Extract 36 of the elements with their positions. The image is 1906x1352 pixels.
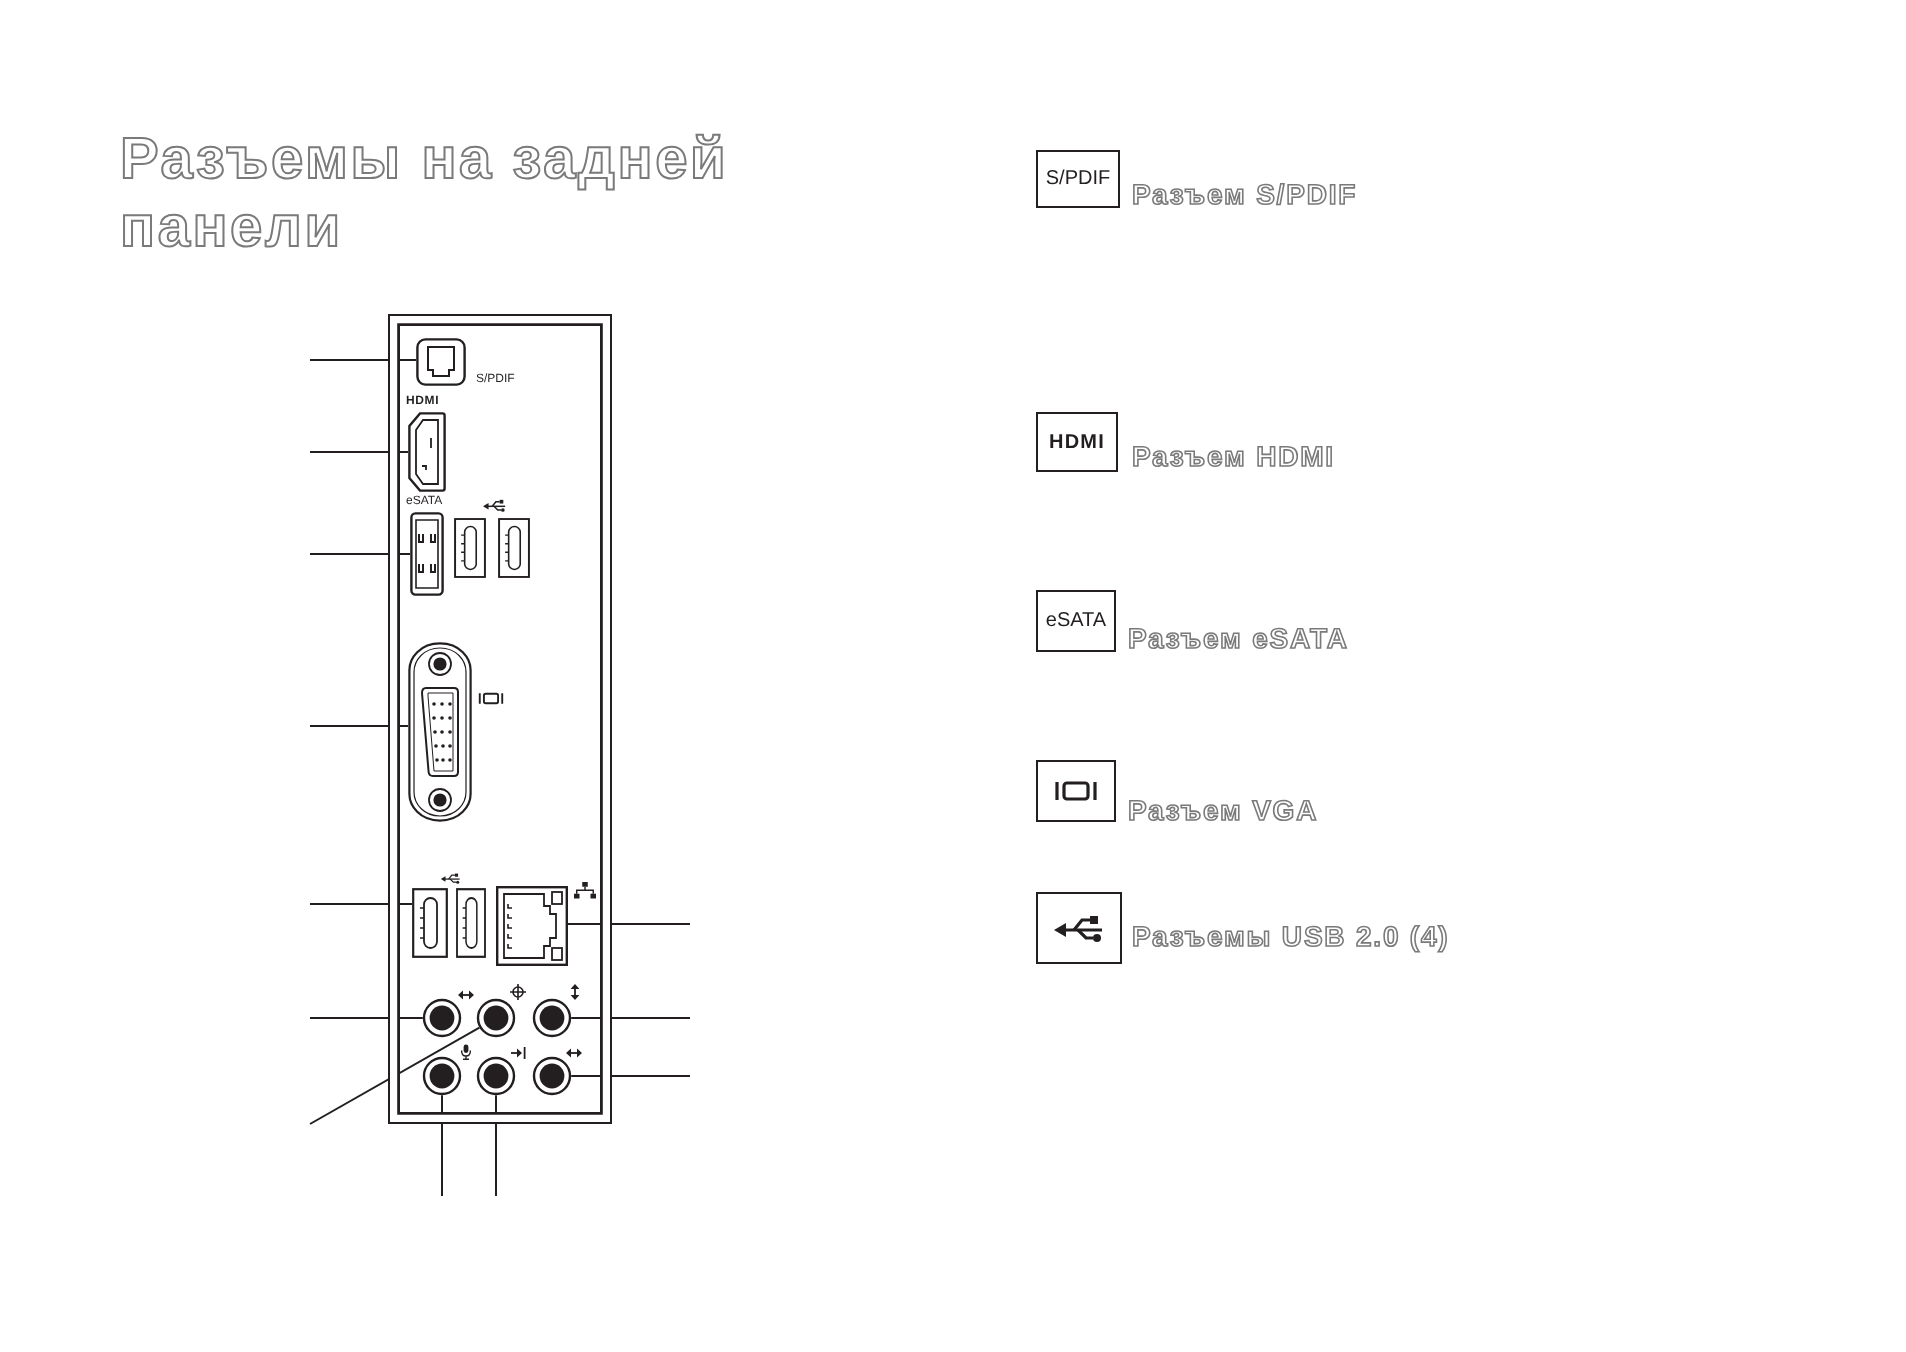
spdif-port [416,338,466,386]
audio-jack [476,998,516,1038]
vga-port [408,642,472,822]
audio-jack [422,1056,462,1096]
leader-line [309,725,409,727]
leader-line [309,1017,424,1019]
section-heading: Разъемы USB 2.0 (4) [1132,920,1450,952]
audio-jack [532,1056,572,1096]
port-symbol: eSATA [1036,590,1116,652]
leader-line [441,1094,443,1197]
audio-jack [532,998,572,1038]
port-symbol: S/PDIF [1036,150,1120,208]
symbol-frame [1036,892,1122,964]
page-title: Разъемы на задней панели [120,126,731,262]
audio-jack [422,998,462,1038]
section-heading: Разъем HDMI [1132,440,1335,472]
leader-line [495,1094,497,1197]
symbol-frame [1036,760,1116,822]
section-heading: Разъем VGA [1128,794,1319,826]
leader-line [570,1075,691,1077]
leader-line [309,1026,481,1125]
back-panel [388,314,612,1124]
leader-line [309,451,409,453]
leader-line [309,553,411,555]
section-heading: Разъем S/PDIF [1132,178,1358,210]
esata-port [410,512,444,596]
usb-port [412,888,448,958]
leader-line [309,903,413,905]
hdmi-port [408,412,446,492]
audio-jack [476,1056,516,1096]
port-symbol: HDMI [1036,412,1118,472]
network-port [496,886,568,966]
leader-line [309,359,417,361]
leader-line [570,1017,691,1019]
section-heading: Разъем eSATA [1128,622,1349,654]
leader-line [567,923,691,925]
